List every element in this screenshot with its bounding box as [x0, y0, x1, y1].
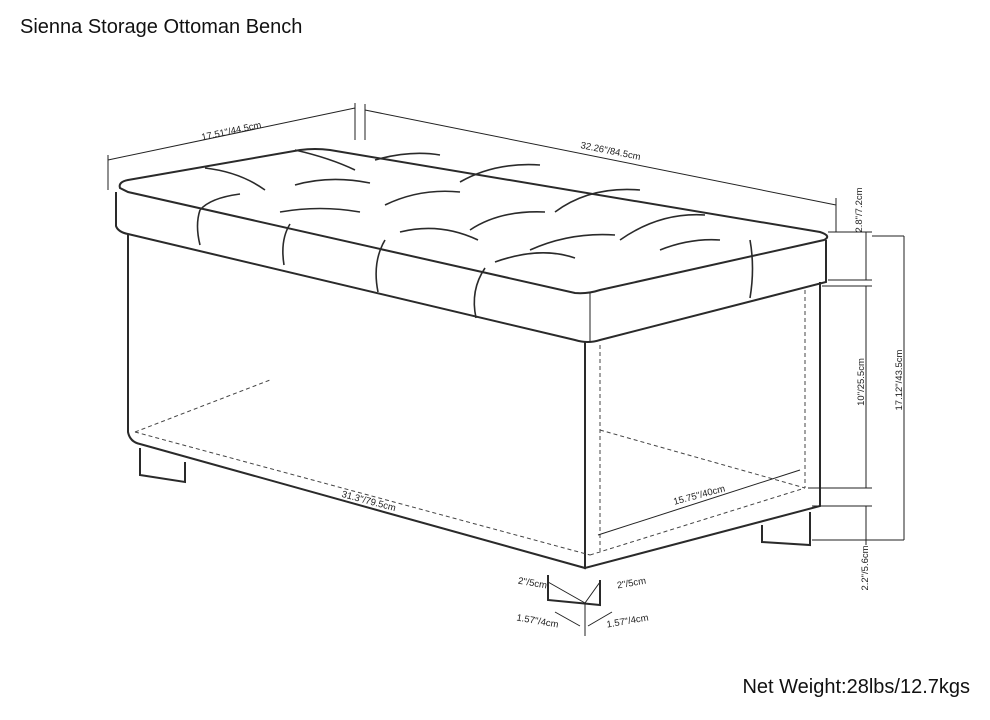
dim-base-depth: 15.75"/40cm — [672, 483, 726, 507]
dim-depth-top: 17.51"/44.5cm — [201, 120, 263, 143]
leg-front-right — [547, 575, 601, 607]
dim-body-height: 10"/25.5cm — [856, 358, 867, 406]
dim-base-length: 31.3"/79.5cm — [340, 489, 397, 514]
lid-top-outline — [118, 148, 829, 295]
dim-total-height: 17.12"/43.5cm — [894, 349, 905, 410]
lid-side-band — [115, 192, 827, 343]
dim-leg-height: 2.2"/5.6cm — [860, 545, 871, 590]
net-weight-label: Net Weight:28lbs/12.7kgs — [742, 676, 970, 698]
body-front-face — [127, 234, 586, 570]
dim-leg-top-right: 2"/5cm — [616, 576, 647, 592]
body-side-face — [584, 282, 821, 570]
leg-front-left — [139, 448, 186, 484]
leg-back-right — [761, 512, 811, 547]
product-title: Sienna Storage Ottoman Bench — [20, 16, 303, 38]
dim-leg-bottom-right: 1.57"/4cm — [606, 612, 650, 630]
dim-leg-top-left: 2"/5cm — [517, 576, 548, 592]
dim-lid-height: 2.8"/7.2cm — [854, 187, 865, 232]
dim-leg-bottom-left: 1.57"/4cm — [516, 612, 560, 630]
inner-base-dashes — [134, 290, 806, 556]
tufting-pattern — [196, 149, 754, 319]
dimension-annotations: 17.51"/44.5cm 32.26"/84.5cm 2.8"/7.2cm 1… — [107, 103, 905, 636]
